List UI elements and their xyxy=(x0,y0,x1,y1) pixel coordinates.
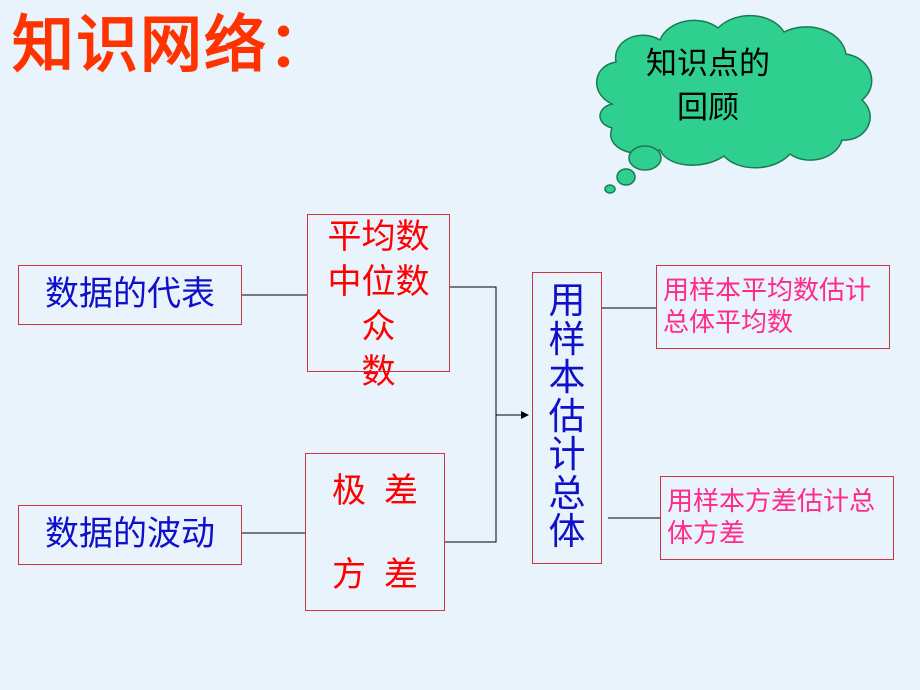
estimate-char: 本 xyxy=(548,356,586,399)
central-line-mean: 平均数 xyxy=(327,217,430,257)
estimate-variance-label: 用样本方差估计总体方差 xyxy=(667,487,876,549)
data-fluctuation-box: 数据的波动 xyxy=(18,505,242,565)
page-title: 知识网络： xyxy=(12,8,333,81)
connector-central-bracket xyxy=(445,286,497,543)
estimate-char: 用 xyxy=(548,279,586,322)
cloud-label: 知识点的 回顾 xyxy=(628,42,788,130)
cloud-line-1: 知识点的 xyxy=(646,46,770,82)
sample-estimate-box: 用 样 本 估 计 总 体 xyxy=(532,272,602,564)
central-line-mode-2: 数 xyxy=(361,352,396,392)
data-fluctuation-label: 数据的波动 xyxy=(45,514,215,554)
estimate-variance-box: 用样本方差估计总体方差 xyxy=(660,476,894,560)
estimate-char: 估 xyxy=(548,394,586,438)
dispersion-range: 极差 xyxy=(332,471,436,511)
data-representative-label: 数据的代表 xyxy=(45,274,215,314)
dispersion-box: 极差 方差 xyxy=(305,453,445,611)
estimate-mean-label: 用样本平均数估计总体平均数 xyxy=(663,276,872,338)
central-line-median: 中位数 xyxy=(327,262,430,302)
sample-estimate-label: 用 样 本 估 计 总 体 xyxy=(533,279,601,553)
data-representative-box: 数据的代表 xyxy=(18,265,242,325)
estimate-char: 计 xyxy=(548,433,586,476)
estimate-char: 样 xyxy=(548,317,586,361)
central-tendency-box: 平均数 中位数 众 数 xyxy=(307,214,450,392)
estimate-mean-box: 用样本平均数估计总体平均数 xyxy=(656,265,890,349)
dispersion-variance: 方差 xyxy=(332,555,436,595)
cloud-line-2: 回顾 xyxy=(677,90,739,126)
estimate-char: 总 xyxy=(548,471,586,515)
estimate-char: 体 xyxy=(548,510,586,553)
central-line-mode-1: 众 xyxy=(361,307,396,347)
